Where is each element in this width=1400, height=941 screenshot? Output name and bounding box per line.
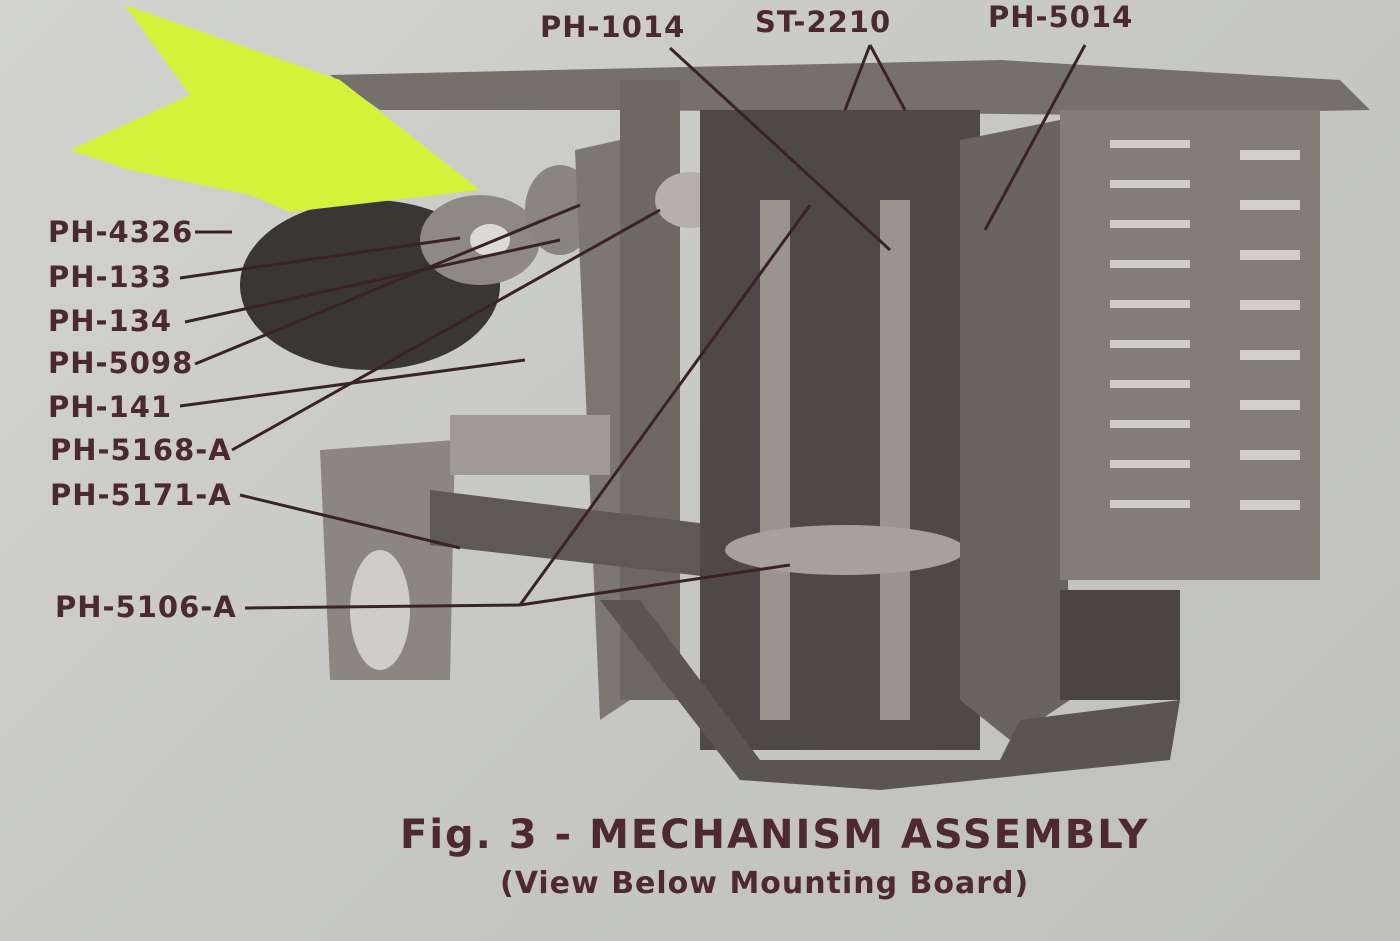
label-ph-5168-a: PH-5168-A	[50, 433, 232, 467]
leader-lines	[179, 44, 1087, 610]
label-ph-5014: PH-5014	[988, 0, 1134, 34]
label-ph-5106-a: PH-5106-A	[55, 590, 237, 624]
label-ph-5171-a: PH-5171-A	[50, 478, 232, 512]
sticky-tape-flag	[70, 5, 480, 212]
label-ph-1014: PH-1014	[540, 10, 686, 44]
label-st-2210: ST-2210	[755, 5, 892, 39]
label-ph-141: PH-141	[48, 390, 173, 424]
figure-caption-title: Fig. 3 - MECHANISM ASSEMBLY	[400, 812, 1150, 858]
label-ph-134: PH-134	[48, 304, 173, 338]
label-ph-4326: PH-4326	[48, 215, 194, 249]
figure-caption-subtitle: (View Below Mounting Board)	[500, 866, 1030, 901]
label-ph-5098: PH-5098	[48, 346, 194, 380]
label-ph-133: PH-133	[48, 260, 173, 294]
